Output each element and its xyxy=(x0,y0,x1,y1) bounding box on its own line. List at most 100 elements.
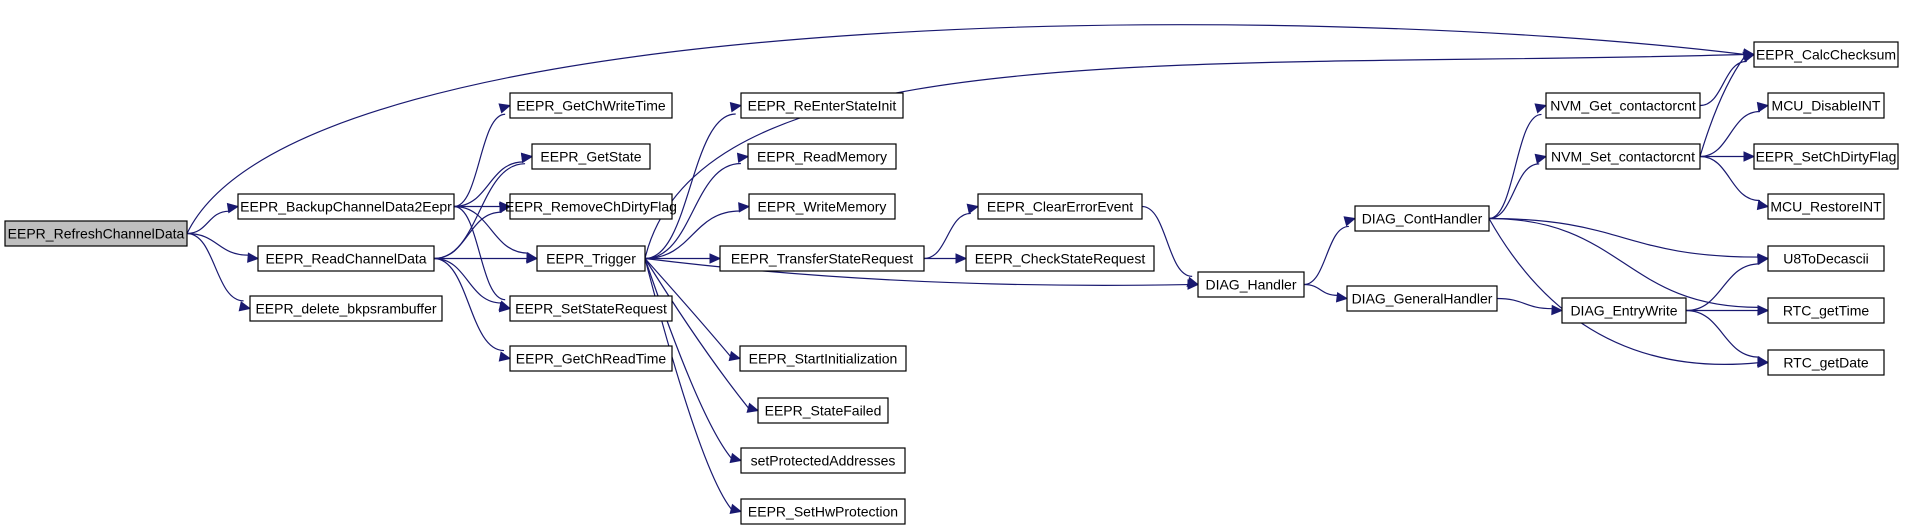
node-box xyxy=(1197,271,1305,298)
node-box xyxy=(1767,245,1885,272)
node-checkstate[interactable]: EEPR_CheckStateRequest xyxy=(965,245,1155,272)
node-label: EEPR_GetChReadTime xyxy=(516,351,667,367)
node-box xyxy=(757,397,889,424)
node-rtcdate[interactable]: RTC_getDate xyxy=(1767,349,1885,376)
node-label: EEPR_CalcChecksum xyxy=(1756,47,1896,63)
node-nvmget[interactable]: NVM_Get_contactorcnt xyxy=(1545,92,1701,119)
edge-conthandler-to-rtcdate xyxy=(1488,218,1770,369)
node-box xyxy=(531,143,651,170)
node-label: DIAG_GeneralHandler xyxy=(1352,291,1493,307)
node-label: EEPR_Trigger xyxy=(546,251,636,267)
edge-readch-to-removedirty xyxy=(433,202,512,260)
node-diaghandler[interactable]: DIAG_Handler xyxy=(1197,271,1305,298)
node-label: EEPR_delete_bkpsrambuffer xyxy=(255,301,436,317)
node-box xyxy=(1753,143,1899,170)
edge-trigger-to-readmem xyxy=(644,152,750,260)
node-reenter[interactable]: EEPR_ReEnterStateInit xyxy=(740,92,904,119)
node-backup[interactable]: EEPR_BackupChannelData2Eepr xyxy=(237,193,455,220)
node-getchread[interactable]: EEPR_GetChReadTime xyxy=(509,345,673,372)
node-refresh[interactable]: EEPR_RefreshChannelData xyxy=(4,220,188,247)
edge-refresh-to-readch xyxy=(186,232,260,263)
node-label: EEPR_StateFailed xyxy=(765,403,882,419)
edge-readch-to-trigger xyxy=(434,253,539,264)
node-label: EEPR_GetChWriteTime xyxy=(516,98,666,114)
edge-readch-to-getchread xyxy=(433,257,512,362)
node-label: EEPR_SetStateRequest xyxy=(515,301,667,317)
node-setprot[interactable]: setProtectedAddresses xyxy=(740,447,906,474)
node-box xyxy=(965,245,1155,272)
nodes-layer: EEPR_RefreshChannelData EEPR_BackupChanne… xyxy=(4,41,1899,525)
node-getchwrite[interactable]: EEPR_GetChWriteTime xyxy=(509,92,673,119)
edge-transfer-to-checkstate xyxy=(924,253,968,264)
node-calcchk[interactable]: EEPR_CalcChecksum xyxy=(1753,41,1899,68)
node-box xyxy=(747,143,897,170)
node-box xyxy=(739,345,907,372)
node-writemem[interactable]: EEPR_WriteMemory xyxy=(748,193,896,220)
node-box xyxy=(1753,41,1899,68)
node-delbkp[interactable]: EEPR_delete_bkpsrambuffer xyxy=(249,295,443,322)
node-setdirty[interactable]: EEPR_SetChDirtyFlag xyxy=(1753,143,1899,170)
node-u8todec[interactable]: U8ToDecascii xyxy=(1767,245,1885,272)
node-statefailed[interactable]: EEPR_StateFailed xyxy=(757,397,889,424)
edge-entrywrite-to-rtctime xyxy=(1686,305,1770,316)
node-label: MCU_DisableINT xyxy=(1772,98,1881,114)
edge-diaghandler-to-conthandler xyxy=(1303,216,1357,286)
node-box xyxy=(237,193,455,220)
node-disableint[interactable]: MCU_DisableINT xyxy=(1767,92,1885,119)
node-box xyxy=(4,220,188,247)
node-box xyxy=(509,193,673,220)
node-setstatereq[interactable]: EEPR_SetStateRequest xyxy=(509,295,673,322)
node-box xyxy=(1354,205,1490,232)
node-label: DIAG_ContHandler xyxy=(1362,211,1483,227)
node-genhandler[interactable]: DIAG_GeneralHandler xyxy=(1346,285,1498,312)
node-label: DIAG_Handler xyxy=(1205,277,1296,293)
node-box xyxy=(740,92,904,119)
node-label: RTC_getDate xyxy=(1783,355,1869,371)
edge-refresh-to-delbkp xyxy=(186,232,252,312)
node-box xyxy=(719,245,925,272)
edge-readch-to-setstatereq xyxy=(433,257,512,313)
node-rtctime[interactable]: RTC_getTime xyxy=(1767,297,1885,324)
edge-nvmset-to-calcchk xyxy=(1699,52,1756,157)
node-box xyxy=(740,498,906,525)
node-startinit[interactable]: EEPR_StartInitialization xyxy=(739,345,907,372)
node-box xyxy=(509,345,673,372)
node-clearerr[interactable]: EEPR_ClearErrorEvent xyxy=(977,193,1143,220)
node-readmem[interactable]: EEPR_ReadMemory xyxy=(747,143,897,170)
edges-layer xyxy=(186,24,1770,515)
node-nvmset[interactable]: NVM_Set_contactorcnt xyxy=(1545,143,1701,170)
node-entrywrite[interactable]: DIAG_EntryWrite xyxy=(1561,297,1687,324)
node-trigger[interactable]: EEPR_Trigger xyxy=(536,245,646,272)
edge-nvmset-to-restoreint xyxy=(1699,155,1770,211)
node-restoreint[interactable]: MCU_RestoreINT xyxy=(1767,193,1885,220)
node-transfer[interactable]: EEPR_TransferStateRequest xyxy=(719,245,925,272)
node-box xyxy=(509,295,673,322)
node-conthandler[interactable]: DIAG_ContHandler xyxy=(1354,205,1490,232)
edge-trigger-to-reenter xyxy=(644,102,743,260)
edge-trigger-to-startinit xyxy=(644,258,742,362)
node-sethw[interactable]: EEPR_SetHwProtection xyxy=(740,498,906,525)
edge-nvmset-to-disableint xyxy=(1699,101,1770,158)
node-label: EEPR_SetChDirtyFlag xyxy=(1756,149,1897,165)
node-label: EEPR_StartInitialization xyxy=(749,351,898,367)
node-box xyxy=(1767,349,1885,376)
edge-conthandler-to-u8todec xyxy=(1488,217,1770,264)
node-label: EEPR_ClearErrorEvent xyxy=(987,199,1133,215)
node-label: NVM_Set_contactorcnt xyxy=(1551,149,1695,165)
node-getstate[interactable]: EEPR_GetState xyxy=(531,143,651,170)
node-label: setProtectedAddresses xyxy=(751,453,896,469)
node-box xyxy=(1767,297,1885,324)
node-box xyxy=(249,295,443,322)
edge-conthandler-to-nvmset xyxy=(1488,153,1548,220)
node-removedirty[interactable]: EEPR_RemoveChDirtyFlag xyxy=(505,193,677,220)
node-label: MCU_RestoreINT xyxy=(1770,199,1882,215)
edge-conthandler-to-nvmget xyxy=(1488,103,1548,220)
node-box xyxy=(1767,92,1885,119)
node-label: EEPR_ReEnterStateInit xyxy=(748,98,897,114)
node-box xyxy=(1767,193,1885,220)
node-box xyxy=(1346,285,1498,312)
node-readch[interactable]: EEPR_ReadChannelData xyxy=(257,245,435,272)
edge-entrywrite-to-rtcdate xyxy=(1685,309,1770,367)
edge-transfer-to-clearerr xyxy=(923,203,980,260)
